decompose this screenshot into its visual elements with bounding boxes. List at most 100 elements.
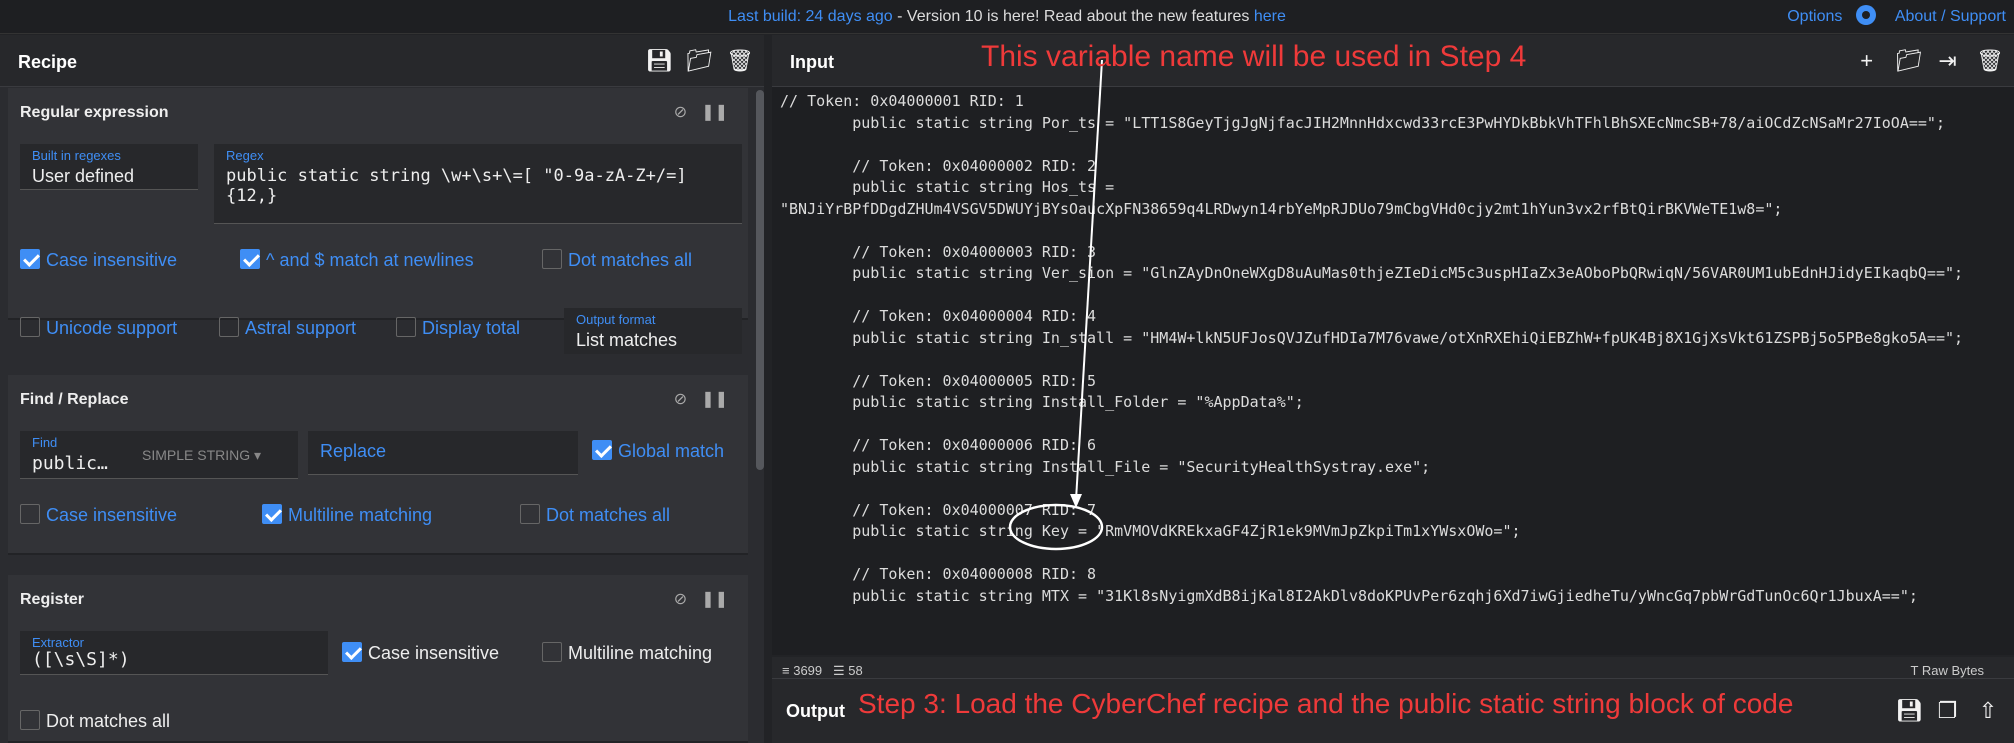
code-line: // Token: 0x04000008 RID: 8	[780, 565, 1097, 583]
replace-input[interactable]: Replace	[308, 431, 578, 475]
input-header: Input + 📁︎ ⇥ 🗑︎	[772, 35, 2014, 87]
find-replace-op-title: Find / Replace	[20, 391, 129, 408]
regex-dot-all-checkbox[interactable]: Dot matches all	[542, 249, 693, 271]
astral-support-checkbox[interactable]: Astral support	[219, 317, 357, 339]
pause-icon[interactable]: ❚❚	[701, 591, 728, 608]
annotation-arrow	[1075, 59, 1103, 501]
code-line: public static string MTX = "31Kl8sNyigmX…	[780, 586, 1918, 605]
fr-multiline-label: Multiline matching	[288, 505, 433, 525]
folder-icon[interactable]: 📁︎	[1895, 48, 1924, 73]
annotation-arrowhead	[1070, 494, 1082, 508]
fr-multiline-checkbox[interactable]: Multiline matching	[262, 504, 433, 526]
builtin-regex-value: User defined	[32, 166, 135, 186]
code-line: // Token: 0x04000002 RID: 2	[780, 156, 1097, 175]
register-op-title: Register	[20, 591, 85, 608]
regex-op-title: Regular expression	[20, 104, 169, 121]
regex-case-insensitive-checkbox[interactable]: Case insensitive	[20, 249, 178, 271]
code-line: public static string Hos_ts =	[780, 178, 1115, 196]
regex-textarea[interactable]: Regex public static string \w+\s+\=[ "0-…	[214, 144, 742, 224]
regex-label: Regex	[226, 148, 264, 163]
fr-dot-all-checkbox[interactable]: Dot matches all	[520, 504, 670, 526]
output-format-value: List matches	[576, 330, 678, 350]
code-line: // Token: 0x04000001 RID: 1	[780, 92, 1024, 110]
options-button[interactable]: Options	[1773, 4, 1877, 25]
input-pane: Input + 📁︎ ⇥ 🗑︎ // Token: 0x04000001 RID…	[772, 35, 2014, 685]
register-dot-all-label: Dot matches all	[46, 711, 171, 731]
code-line: // Token: 0x04000006 RID: 6	[780, 436, 1097, 454]
regex-value-line1: public static string \w+\s+\=[ "0-9a-zA-…	[226, 166, 687, 186]
raw-bytes-button[interactable]: Raw Bytes	[1921, 663, 1984, 678]
import-icon[interactable]: ⇥	[1938, 48, 1957, 73]
extractor-input[interactable]: Extractor ([\s\S]*)	[20, 631, 328, 675]
plus-icon[interactable]: +	[1860, 48, 1874, 73]
regex-multiline-label: ^ and $ match at newlines	[266, 250, 474, 270]
recipe-scrollbar[interactable]	[756, 90, 764, 470]
register-multiline-checkbox[interactable]: Multiline matching	[542, 642, 713, 664]
top-banner: Last build: 24 days ago - Version 10 is …	[0, 0, 2014, 34]
register-operation: Register ⊘ ❚❚ Extractor ([\s\S]*) Case in…	[8, 575, 748, 743]
astral-support-label: Astral support	[245, 318, 357, 338]
disable-icon[interactable]: ⊘	[673, 391, 688, 408]
builtin-regex-label: Built in regexes	[32, 148, 121, 163]
register-multiline-label: Multiline matching	[568, 643, 713, 663]
step4-annotation: This variable name will be used in Step …	[981, 40, 1527, 73]
builtin-regex-select[interactable]: Built in regexes User defined	[20, 144, 198, 190]
last-build-link[interactable]: Last build: 24 days ago	[728, 8, 893, 25]
copy-icon[interactable]: ❐	[1937, 698, 1958, 723]
code-line: // Token: 0x04000003 RID: 3	[780, 242, 1097, 261]
save-icon[interactable]: 💾︎	[645, 48, 674, 73]
code-line: public static string Key = "RmVMOVdKREkx…	[780, 522, 1521, 540]
about-link[interactable]: About / Support	[1894, 8, 2006, 25]
unicode-support-checkbox[interactable]: Unicode support	[20, 317, 178, 339]
find-mode-label: SIMPLE STRING	[142, 447, 251, 463]
line-count: 58	[848, 663, 863, 678]
unicode-support-label: Unicode support	[46, 318, 178, 338]
pause-icon[interactable]: ❚❚	[701, 391, 728, 408]
input-text-area[interactable]: // Token: 0x04000001 RID: 1 public stati…	[780, 91, 2010, 611]
pause-icon[interactable]: ❚❚	[701, 104, 728, 121]
output-pane: Output 💾︎ ❐ ⇧	[772, 678, 2014, 743]
global-match-label: Global match	[618, 441, 725, 461]
code-line: public static string Por_ts = "LTT1S8Gey…	[780, 113, 1945, 132]
disable-icon[interactable]: ⊘	[673, 591, 688, 608]
step3-annotation: Step 3: Load the CyberChef recipe and th…	[858, 688, 1794, 719]
trash-icon[interactable]: 🗑︎	[726, 48, 754, 73]
replace-placeholder: Replace	[320, 441, 387, 461]
regex-value-line2: {12,}	[226, 186, 278, 206]
replace-input-icon[interactable]: ⇧	[1978, 698, 1998, 723]
annotation-circle	[1008, 503, 1104, 551]
banner-text: - Version 10 is here! Read about the new…	[892, 8, 1254, 25]
extractor-label: Extractor	[32, 635, 85, 650]
char-count-icon: ≡	[782, 663, 790, 678]
fr-case-insensitive-checkbox[interactable]: Case insensitive	[20, 504, 177, 526]
global-match-checkbox[interactable]: Global match	[592, 440, 725, 462]
find-mode-dropdown[interactable]: SIMPLE STRING ▾	[142, 447, 261, 464]
regex-dot-all-label: Dot matches all	[568, 250, 693, 270]
regex-multiline-checkbox[interactable]: ^ and $ match at newlines	[240, 249, 474, 271]
folder-icon[interactable]: 📁︎	[685, 48, 714, 73]
text-format-icon: T	[1910, 663, 1919, 678]
input-title: Input	[790, 52, 834, 72]
find-value: public…	[32, 453, 108, 474]
save-icon[interactable]: 💾︎	[1895, 698, 1924, 723]
code-line: public static string Install_Folder = "%…	[780, 393, 1304, 411]
regex-case-insensitive-label: Case insensitive	[46, 250, 178, 270]
trash-icon[interactable]: 🗑︎	[1976, 48, 2004, 73]
display-total-checkbox[interactable]: Display total	[396, 317, 520, 339]
code-line: "BNJiYrBPfDDgdZHUm4VSGV5DWUYjBYsOaucXpFN…	[780, 199, 1783, 218]
output-title: Output	[786, 701, 845, 721]
line-count-icon: ☰	[832, 663, 845, 678]
code-line: public static string In_stall = "HM4W+lk…	[780, 328, 1964, 347]
settings-gear-icon[interactable]	[1856, 4, 1877, 25]
output-format-select[interactable]: Output format List matches	[564, 308, 742, 354]
register-dot-all-checkbox[interactable]: Dot matches all	[20, 710, 171, 732]
features-link[interactable]: here	[1253, 8, 1286, 25]
disable-icon[interactable]: ⊘	[673, 104, 688, 121]
code-line: public static string Install_File = "Sec…	[780, 457, 1431, 476]
register-case-insensitive-checkbox[interactable]: Case insensitive	[342, 642, 500, 664]
register-case-insensitive-label: Case insensitive	[368, 643, 500, 663]
code-line: public static string Ver_sion = "GlnZAyD…	[780, 264, 1964, 282]
options-label: Options	[1787, 8, 1843, 25]
find-input[interactable]: Find public… SIMPLE STRING ▾	[20, 431, 298, 479]
